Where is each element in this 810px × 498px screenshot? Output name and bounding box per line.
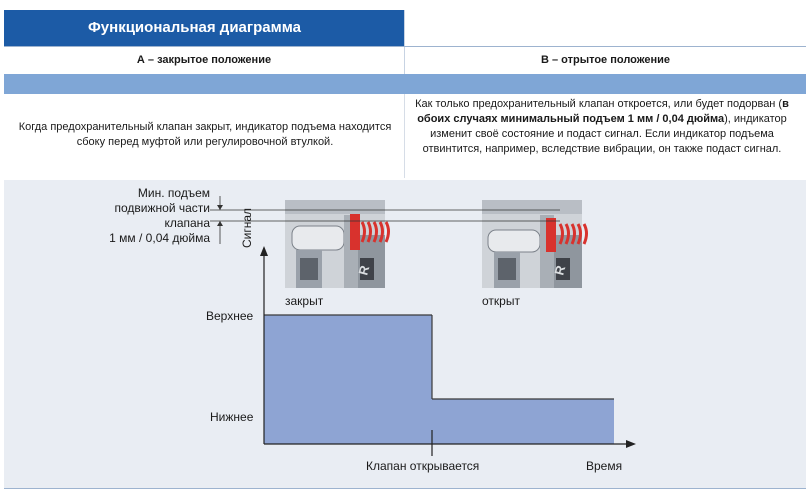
- open-description-part1: Как только предохранительный клапан откр…: [415, 98, 783, 110]
- closed-description: Когда предохранительный клапан закрыт, и…: [18, 121, 392, 148]
- diagram-title: Функциональная диаграмма: [4, 10, 404, 46]
- indicator-closed-illustration: R: [285, 200, 390, 288]
- min-lift-label: Мин. подъем подвижной части клапана 1 мм…: [109, 186, 210, 245]
- signal-area: [264, 315, 614, 444]
- header-rule: [4, 46, 806, 47]
- y-axis-label: Сигнал: [240, 207, 254, 248]
- section-band: [4, 74, 806, 94]
- description-divider: [404, 94, 405, 178]
- footer-rule: [4, 488, 806, 489]
- x-axis-label: Время: [586, 459, 623, 473]
- open-description-bold: в обоих случаях минимальный подъем 1 мм …: [417, 98, 789, 125]
- column-a-heading: А – закрытое положение: [136, 54, 272, 66]
- level-low-label: Нижнее: [210, 410, 254, 424]
- open-description: Как только предохранительный клапан откр…: [414, 97, 790, 157]
- column-divider: [404, 10, 405, 94]
- open-label: открыт: [482, 294, 520, 308]
- column-b-heading: B – отрытое положение: [540, 54, 671, 66]
- logo-r-closed: R: [355, 263, 372, 277]
- logo-r-open: R: [551, 263, 568, 277]
- indicator-open-illustration: R: [482, 200, 588, 288]
- valve-opens-label: Клапан открывается: [366, 459, 480, 473]
- level-high-label: Верхнее: [206, 309, 254, 323]
- closed-label: закрыт: [285, 294, 324, 308]
- open-description-part2: ), индикатор изменит своё состояние и по…: [422, 113, 787, 155]
